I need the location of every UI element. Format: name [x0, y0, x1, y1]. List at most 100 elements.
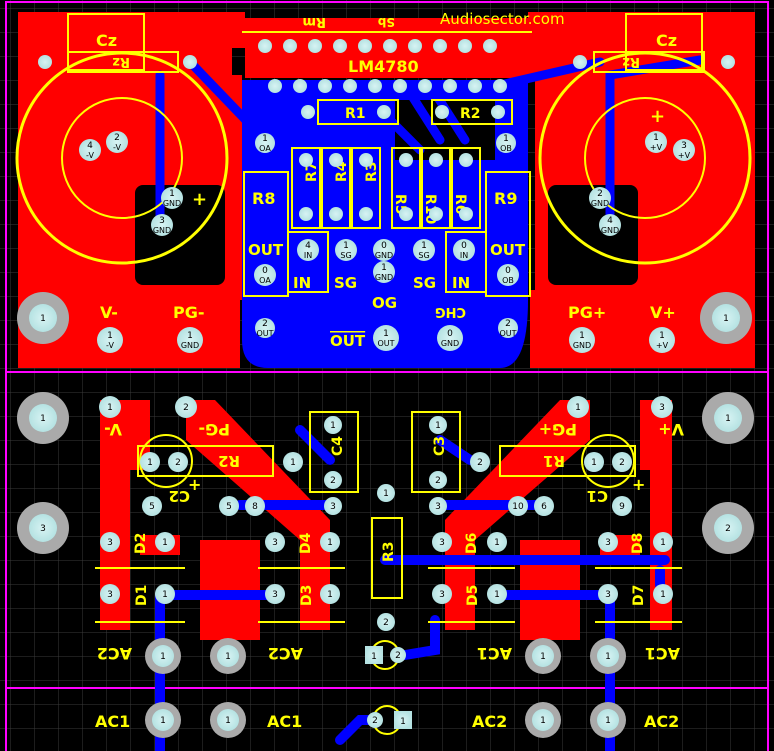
svg-text:1: 1	[107, 403, 113, 413]
svg-text:3: 3	[435, 502, 441, 512]
svg-text:3: 3	[107, 538, 113, 548]
label-r1-rect: R1	[543, 452, 565, 470]
svg-text:SG: SG	[418, 251, 429, 260]
svg-text:2: 2	[597, 189, 603, 199]
pad-cap-right-1: 1+V	[645, 131, 667, 153]
svg-text:2: 2	[505, 319, 511, 329]
svg-text:1: 1	[591, 458, 597, 468]
label-d7: D7	[631, 585, 647, 606]
svg-text:1: 1	[659, 331, 665, 341]
svg-text:10: 10	[512, 502, 524, 512]
svg-text:3: 3	[681, 141, 687, 151]
svg-text:1: 1	[107, 331, 113, 341]
svg-text:OB: OB	[500, 144, 512, 153]
svg-text:1: 1	[290, 458, 296, 468]
label-d2: D2	[133, 533, 149, 554]
pad-cap-left-2: 2-V	[106, 131, 128, 153]
label-d6: D6	[464, 533, 480, 554]
svg-text:1: 1	[327, 590, 333, 600]
svg-text:1: 1	[327, 538, 333, 548]
pad-vplus: 1+V	[649, 327, 675, 353]
svg-text:2: 2	[262, 319, 268, 329]
svg-text:GND: GND	[591, 199, 609, 208]
svg-text:3: 3	[330, 502, 336, 512]
svg-text:5: 5	[226, 502, 232, 512]
svg-text:GND: GND	[441, 339, 459, 348]
svg-text:2: 2	[395, 651, 401, 661]
label-ac2-third-a: AC2	[472, 712, 507, 731]
svg-text:2: 2	[372, 716, 378, 726]
pad-oa-bottom: 0OA	[254, 264, 276, 286]
svg-text:1: 1	[225, 716, 231, 726]
label-in-left: IN	[293, 274, 311, 292]
label-out-left: OUT	[248, 241, 284, 259]
plus-left: +	[192, 189, 207, 210]
svg-text:2: 2	[330, 476, 336, 486]
pad-ob-top: 1OB	[496, 133, 516, 153]
label-ac1-a: AC1	[477, 644, 512, 663]
svg-text:GND: GND	[573, 341, 591, 350]
svg-text:1: 1	[381, 263, 387, 273]
label-d3: D3	[299, 585, 315, 606]
label-r2-rect: R2	[218, 452, 240, 470]
svg-text:0: 0	[505, 266, 511, 276]
svg-text:1: 1	[503, 134, 509, 144]
svg-text:2: 2	[183, 403, 189, 413]
svg-text:SG: SG	[340, 251, 351, 260]
svg-text:1: 1	[371, 652, 377, 662]
svg-text:1: 1	[723, 314, 729, 324]
svg-text:2: 2	[114, 133, 120, 143]
label-vminus-top: V-	[100, 303, 118, 322]
label-out-right: OUT	[490, 241, 526, 259]
pad-in-right: 0IN	[453, 239, 475, 261]
svg-text:3: 3	[439, 590, 445, 600]
svg-text:2: 2	[477, 458, 483, 468]
svg-text:GND: GND	[601, 226, 619, 235]
svg-text:2: 2	[619, 458, 625, 468]
svg-text:1: 1	[435, 421, 441, 431]
svg-text:-V: -V	[113, 143, 121, 152]
svg-text:2: 2	[435, 476, 441, 486]
label-cz-left: Cz	[96, 31, 117, 50]
svg-text:OA: OA	[259, 276, 271, 285]
svg-text:1: 1	[660, 590, 666, 600]
label-r2: R2	[460, 106, 481, 122]
svg-text:2: 2	[175, 458, 181, 468]
svg-text:OUT: OUT	[377, 339, 394, 348]
pad-in-left: 4IN	[297, 239, 319, 261]
svg-text:1: 1	[160, 716, 166, 726]
svg-text:1: 1	[162, 590, 168, 600]
svg-text:3: 3	[40, 524, 46, 534]
label-d8: D8	[630, 533, 646, 554]
svg-text:1: 1	[575, 403, 581, 413]
svg-text:+V: +V	[678, 151, 691, 160]
svg-text:3: 3	[272, 538, 278, 548]
svg-text:1: 1	[225, 652, 231, 662]
label-pgplus-rect: PG+	[539, 420, 577, 439]
svg-text:1: 1	[421, 241, 427, 251]
svg-text:1: 1	[162, 538, 168, 548]
svg-text:IN: IN	[460, 251, 468, 260]
svg-text:GND: GND	[163, 199, 181, 208]
label-c1: C1	[587, 487, 608, 505]
label-ac1-b: AC1	[645, 644, 680, 663]
svg-text:0: 0	[381, 241, 387, 251]
label-vplus-rect: V+	[658, 420, 684, 439]
plus-c1: +	[632, 475, 645, 494]
label-ac1-third-a: AC1	[95, 712, 130, 731]
label-rm: Rm	[302, 14, 326, 29]
label-rz-left: Rz	[112, 54, 130, 69]
svg-text:OA: OA	[259, 144, 271, 153]
mount-hole-rect-left-mid: 3	[17, 502, 69, 554]
svg-text:4: 4	[607, 216, 613, 226]
svg-text:OB: OB	[502, 276, 514, 285]
svg-text:3: 3	[159, 216, 165, 226]
svg-text:5: 5	[149, 502, 155, 512]
svg-text:GND: GND	[375, 251, 393, 260]
